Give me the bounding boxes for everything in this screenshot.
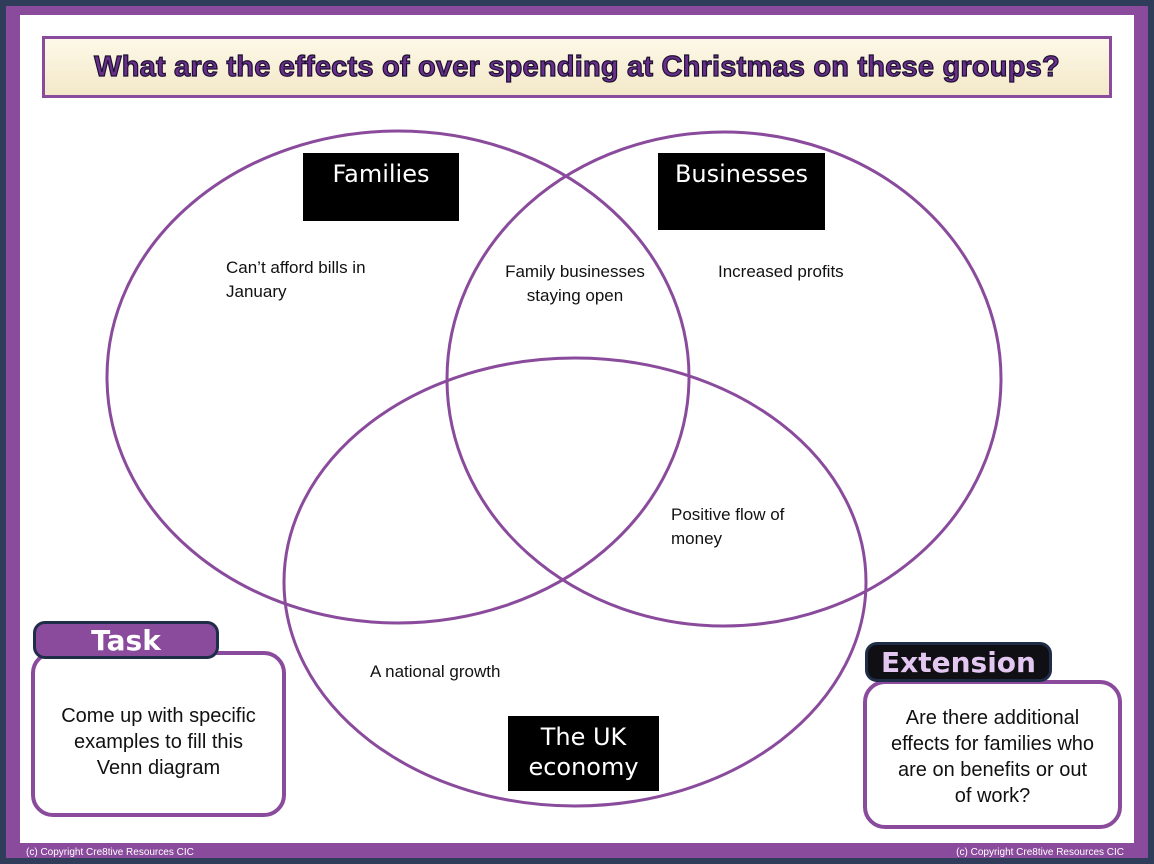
region-families-businesses: Family businesses staying open — [505, 262, 645, 305]
task-label-text: Task — [91, 623, 161, 657]
label-uk-economy-line2: economy — [528, 753, 639, 781]
copyright-left: (c) Copyright Cre8tive Resources CIC — [26, 847, 194, 858]
extension-label: Extension — [865, 642, 1052, 682]
region-businesses-only: Increased profits — [718, 262, 844, 281]
label-uk-economy: The UK economy — [508, 716, 659, 791]
region-families-only: Can’t afford bills in January — [226, 258, 366, 301]
label-businesses-text: Businesses — [674, 160, 809, 188]
label-uk-economy-line1: The UK — [540, 723, 627, 751]
task-card: Come up with specific examples to fill t… — [31, 651, 286, 817]
task-label: Task — [33, 621, 219, 659]
region-businesses-economy: Positive flow of money — [671, 505, 785, 548]
page-title: What are the effects of over spending at… — [94, 50, 1061, 83]
task-text: Come up with specific examples to fill t… — [61, 705, 256, 779]
label-families: Families — [303, 153, 459, 221]
venn-circle-uk-economy — [282, 356, 868, 808]
region-economy-only: A national growth — [370, 662, 501, 681]
extension-text: Are there additional effects for familie… — [890, 706, 1095, 807]
extension-label-text: Extension — [881, 645, 1036, 679]
label-families-text: Families — [332, 160, 430, 188]
extension-card: Are there additional effects for familie… — [863, 680, 1122, 829]
label-businesses: Businesses — [658, 153, 825, 230]
title-banner: What are the effects of over spending at… — [42, 36, 1112, 98]
venn-circle-businesses — [445, 130, 1003, 628]
copyright-right: (c) Copyright Cre8tive Resources CIC — [956, 847, 1124, 858]
